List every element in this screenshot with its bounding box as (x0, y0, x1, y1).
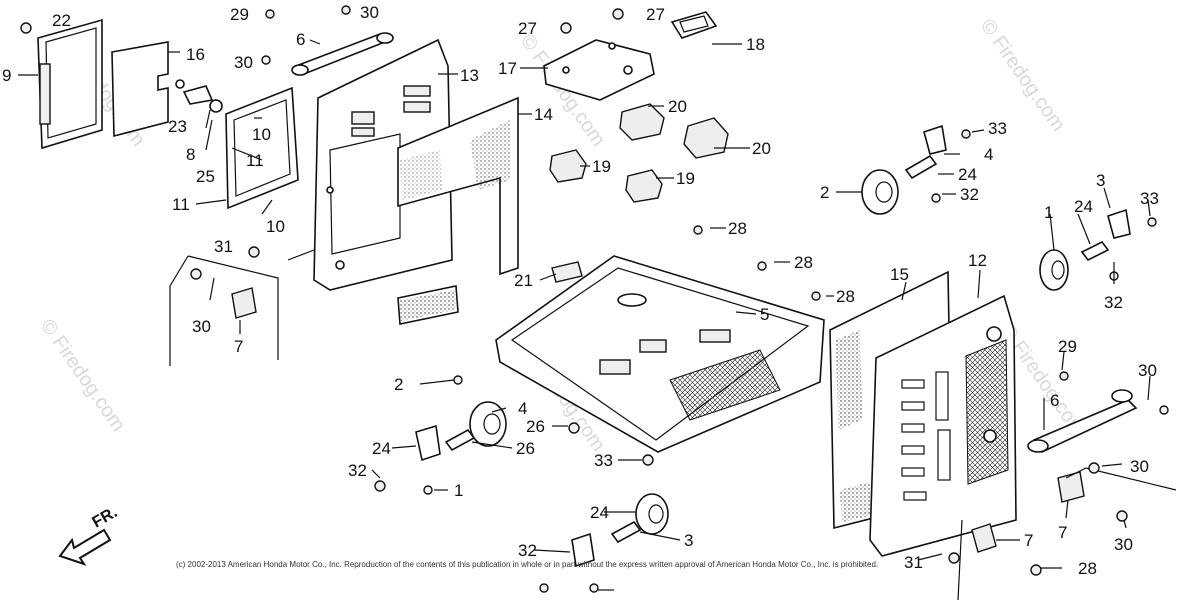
callout-label: 33 (988, 119, 1007, 138)
callout-label: 6 (1050, 391, 1059, 410)
callout-label: 27 (518, 19, 537, 38)
watermark: © Firedog.com (36, 315, 129, 435)
callout-label: 25 (196, 167, 215, 186)
callout-label: 30 (192, 317, 211, 336)
callout-label: 26 (516, 439, 535, 458)
callout-label: 26 (526, 417, 545, 436)
leader-lines (18, 39, 1151, 591)
callout-label: 28 (1078, 559, 1097, 578)
callout-label: 7 (1024, 531, 1033, 550)
callout-label: 24 (958, 165, 977, 184)
callout-label: 31 (214, 237, 233, 256)
callout-label: 30 (1114, 535, 1133, 554)
front-direction-label: FR. (90, 504, 121, 532)
callout-label: 12 (968, 251, 987, 270)
callout-label: 23 (168, 117, 187, 136)
callout-label: 32 (960, 185, 979, 204)
callout-label: 7 (234, 337, 243, 356)
callout-label: 1 (1044, 203, 1053, 222)
callout-label: 3 (1096, 171, 1105, 190)
callout-label: 7 (1058, 523, 1067, 542)
watermark: © Firedog.com (976, 15, 1069, 135)
callout-label: 15 (890, 265, 909, 284)
callout-label: 21 (514, 271, 533, 290)
copyright-notice: (c) 2002-2013 American Honda Motor Co., … (176, 560, 878, 569)
callout-label: 11 (246, 151, 264, 170)
callout-label: 6 (296, 30, 305, 49)
callout-label: 32 (1104, 293, 1123, 312)
callout-label: 16 (186, 45, 205, 64)
callout-label: 30 (1138, 361, 1157, 380)
callout-label: 28 (728, 219, 747, 238)
callout-label: 17 (498, 59, 517, 78)
callout-label: 20 (752, 139, 771, 158)
front-direction-indicator: FR. (58, 504, 121, 566)
parts-drawing (37, 8, 1177, 601)
callout-label: 4 (518, 399, 527, 418)
callout-label: 19 (592, 157, 611, 176)
callout-label: 11 (172, 195, 190, 214)
callout-label: 13 (460, 66, 479, 85)
callout-label: 32 (518, 541, 537, 560)
callout-label: 5 (760, 305, 769, 324)
callout-label: 28 (836, 287, 855, 306)
callout-label: 28 (794, 253, 813, 272)
callout-label: 4 (984, 145, 993, 164)
callout-label: 29 (230, 5, 249, 24)
callout-label: 24 (590, 503, 609, 522)
callout-label: 2 (820, 183, 829, 202)
callout-label: 18 (746, 35, 765, 54)
callout-label: 24 (372, 439, 391, 458)
callout-label: 33 (594, 451, 613, 470)
callout-label: 10 (252, 125, 271, 144)
callout-label: 22 (52, 11, 71, 30)
callout-label: 32 (348, 461, 367, 480)
callout-label: 20 (668, 97, 687, 116)
callout-label: 33 (1140, 189, 1159, 208)
callout-label: 10 (266, 217, 285, 236)
callout-label: 30 (1130, 457, 1149, 476)
callout-label: 19 (676, 169, 695, 188)
callout-labels: 22 9 29 30 6 30 16 13 14 27 27 18 17 20 … (2, 3, 1159, 578)
callout-label: 30 (234, 53, 253, 72)
callout-label: 29 (1058, 337, 1077, 356)
callout-label: 3 (684, 531, 693, 550)
callout-label: 8 (186, 145, 195, 164)
callout-label: 27 (646, 5, 665, 24)
callout-label: 2 (394, 375, 403, 394)
callout-label: 1 (454, 481, 463, 500)
callout-label: 30 (360, 3, 379, 22)
callout-label: 31 (904, 553, 923, 572)
callout-label: 9 (2, 66, 11, 85)
callout-label: 14 (534, 105, 553, 124)
front-arrow-icon (58, 528, 112, 566)
callout-label: 24 (1074, 197, 1093, 216)
